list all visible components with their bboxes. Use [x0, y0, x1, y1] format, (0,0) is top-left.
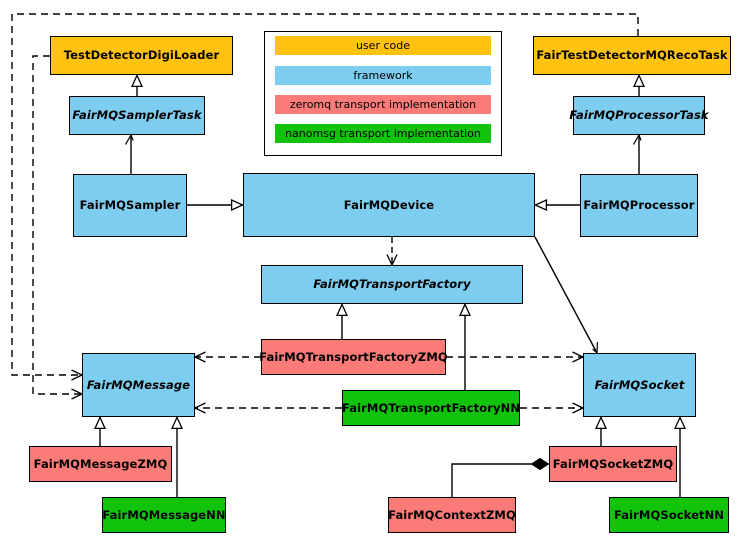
legend-label-nanomsg: nanomsg transport implementation	[285, 127, 481, 140]
legend-item-user-code: user code	[275, 36, 491, 55]
class-node-fairmqdevice[interactable]: FairMQDevice	[243, 173, 535, 237]
class-label-fairmqmessagezmq: FairMQMessageZMQ	[33, 456, 168, 471]
edge-contextzmq-to-socketzmq	[451, 457, 550, 497]
legend-label-user-code: user code	[355, 39, 411, 52]
edge-device-to-socket	[534, 236, 597, 353]
legend-item-framework: framework	[275, 66, 491, 85]
class-label-fairmqsocketnn: FairMQSocketNN	[613, 507, 725, 522]
class-label-fairmqtransportfactoryzmq: FairMQTransportFactoryZMQ	[259, 349, 448, 364]
legend-label-zeromq: zeromq transport implementation	[289, 98, 477, 111]
class-node-fairmqtransportfactoryzmq[interactable]: FairMQTransportFactoryZMQ	[259, 339, 448, 375]
class-node-fairmqprocessor[interactable]: FairMQProcessor	[580, 174, 698, 237]
class-node-fairmqsamplertask[interactable]: FairMQSamplerTask	[69, 96, 205, 135]
class-node-testdetectordigiloader[interactable]: TestDetectorDigiLoader	[50, 36, 233, 75]
class-node-fairmqprocessortask[interactable]: FairMQProcessorTask	[569, 96, 709, 135]
class-label-fairmqsocket: FairMQSocket	[594, 377, 685, 392]
class-label-fairmqsamplertask: FairMQSamplerTask	[72, 108, 202, 123]
class-node-fairmqsocket[interactable]: FairMQSocket	[583, 353, 696, 417]
legend-label-framework: framework	[353, 69, 413, 82]
class-node-fairmqsocketzmq[interactable]: FairMQSocketZMQ	[549, 446, 677, 482]
class-label-fairmqtransportfactorynn: FairMQTransportFactoryNN	[341, 400, 521, 415]
class-label-fairmqprocessortask: FairMQProcessorTask	[569, 108, 709, 123]
class-node-fairmqtransportfactory[interactable]: FairMQTransportFactory	[261, 265, 523, 304]
class-node-fairmqcontextzmq[interactable]: FairMQContextZMQ	[388, 497, 516, 533]
class-node-fairmqmessagenn[interactable]: FairMQMessageNN	[102, 497, 226, 533]
class-label-fairmqtransportfactory: FairMQTransportFactory	[313, 277, 471, 292]
legend-item-nanomsg: nanomsg transport implementation	[275, 124, 491, 143]
class-label-fairtestdetectormqrecotask: FairTestDetectorMQRecoTask	[536, 48, 728, 63]
class-label-fairmqmessage: FairMQMessage	[86, 377, 191, 392]
class-node-fairtestdetectormqrecotask[interactable]: FairTestDetectorMQRecoTask	[533, 36, 731, 75]
class-label-fairmqcontextzmq: FairMQContextZMQ	[388, 507, 516, 522]
class-node-fairmqtransportfactorynn[interactable]: FairMQTransportFactoryNN	[342, 390, 520, 426]
class-label-fairmqsocketzmq: FairMQSocketZMQ	[552, 456, 674, 471]
class-node-fairmqsocketnn[interactable]: FairMQSocketNN	[609, 497, 729, 533]
class-label-fairmqmessagenn: FairMQMessageNN	[102, 507, 226, 522]
class-label-fairmqprocessor: FairMQProcessor	[583, 198, 695, 213]
class-label-testdetectordigiloader: TestDetectorDigiLoader	[63, 48, 220, 63]
class-label-fairmqsampler: FairMQSampler	[79, 198, 181, 213]
class-node-fairmqsampler[interactable]: FairMQSampler	[73, 174, 187, 237]
legend-item-zeromq: zeromq transport implementation	[275, 95, 491, 114]
class-label-fairmqdevice: FairMQDevice	[343, 197, 435, 212]
class-node-fairmqmessage[interactable]: FairMQMessage	[82, 353, 195, 417]
class-node-fairmqmessagezmq[interactable]: FairMQMessageZMQ	[29, 446, 172, 482]
